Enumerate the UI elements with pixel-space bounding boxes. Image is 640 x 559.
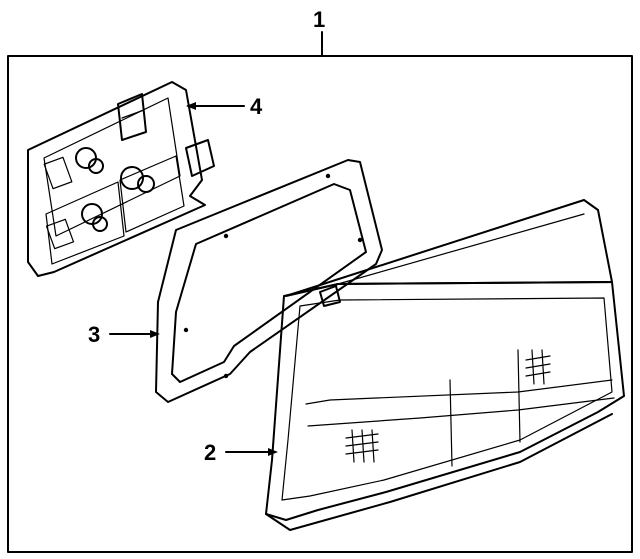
reflector-grid-right [525,349,551,385]
bulb-socket-lower [45,203,108,250]
callout-4-arrowhead [186,102,196,110]
bulb-socket-middle [120,166,155,193]
tail-lamp-lens [265,199,625,531]
callout-3-label: 3 [88,322,100,347]
reflector-grid-left [345,429,379,463]
assembly-frame [7,55,633,553]
callout-3-arrowhead [150,330,160,338]
socket-plate [27,81,215,277]
lens-top-tab [319,285,341,307]
callout-4-label: 4 [250,94,263,119]
callout-1-label: 1 [313,7,325,32]
callout-2-arrowhead [268,448,278,456]
gasket [155,159,383,403]
callout-2-label: 2 [204,440,216,465]
bulb-socket-upper [43,147,104,190]
